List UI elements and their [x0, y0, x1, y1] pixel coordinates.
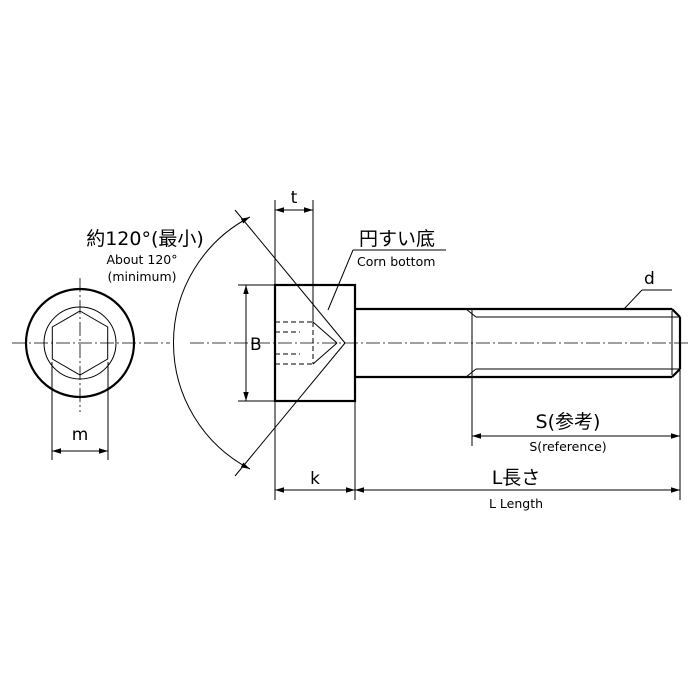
thread-runout-top — [465, 308, 477, 318]
screw-head — [273, 283, 357, 403]
b-dimension: B — [238, 284, 275, 402]
hex-socket — [51, 310, 109, 376]
thread-runout-bottom — [465, 368, 477, 378]
d-note: d — [623, 269, 672, 310]
head-outer-circle — [24, 287, 136, 399]
cone-line-bottom — [312, 342, 338, 365]
b-label: B — [250, 335, 262, 355]
cone-label-en: Corn bottom — [357, 254, 435, 269]
side-view — [190, 283, 690, 403]
chamfer-bottom — [671, 368, 681, 378]
k-dimension: k — [274, 401, 356, 500]
s-label-en: S(reference) — [529, 439, 606, 454]
cone-leader — [327, 249, 354, 311]
chamfer-top — [671, 308, 681, 318]
s-label-jp: S(参考) — [536, 411, 601, 433]
k-label: k — [310, 469, 320, 489]
angle-annotation: 約120°(最小) About 120° (minimum) — [86, 209, 346, 477]
angle-extension-bottom — [234, 342, 346, 477]
l-dimension: L長さ L Length — [355, 369, 681, 511]
s-dimension: S(参考) S(reference) — [471, 377, 680, 454]
l-label-en: L Length — [489, 496, 543, 511]
angle-label-en2: (minimum) — [107, 269, 176, 284]
cone-label-jp: 円すい底 — [359, 228, 435, 250]
end-view: m — [12, 278, 170, 460]
m-label: m — [72, 425, 89, 445]
d-leader — [623, 289, 643, 310]
t-label: t — [291, 188, 298, 208]
angle-label-jp: 約120°(最小) — [86, 228, 204, 250]
angle-label-en1: About 120° — [106, 252, 177, 267]
socket-circle — [43, 306, 117, 380]
t-dimension: t — [274, 188, 314, 322]
d-label: d — [644, 269, 655, 289]
cone-line-top — [312, 321, 338, 344]
cone-bottom-note: 円すい底 Corn bottom — [327, 228, 446, 311]
angle-extension-top — [234, 209, 346, 344]
angle-arc — [172, 216, 251, 470]
l-label-jp: L長さ — [492, 467, 541, 489]
